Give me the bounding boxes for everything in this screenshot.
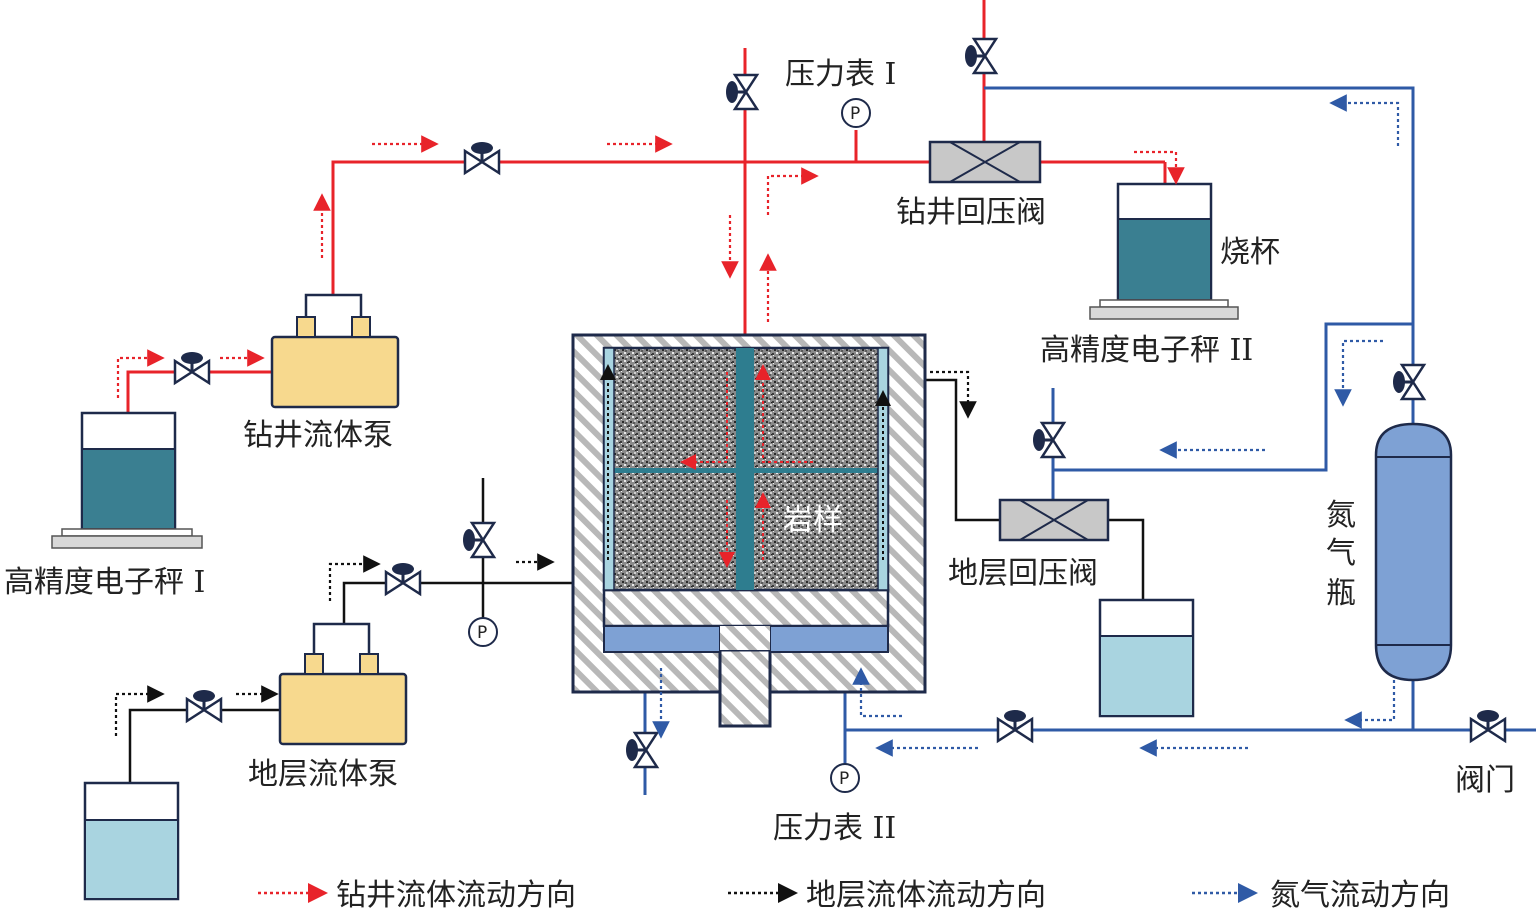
pressure-gauge-1-label: 压力表 I <box>785 57 896 92</box>
legend-drilling-label: 钻井流体流动方向 <box>336 878 576 913</box>
formation-flow-arrows <box>114 370 977 736</box>
pressure-gauge-2-label: 压力表 II <box>773 811 896 846</box>
drilling-back-pressure-valve <box>928 140 1042 184</box>
formation-fluid-pump <box>278 622 408 746</box>
legend-nitrogen: 氮气流动方向 <box>1192 878 1450 913</box>
legend-drilling: 钻井流体流动方向 <box>258 878 576 913</box>
scale-1-label: 高精度电子秤 I <box>4 565 205 600</box>
svg-text:P: P <box>477 623 487 643</box>
formation-back-pressure-valve <box>998 498 1110 542</box>
legend-formation: 地层流体流动方向 <box>728 878 1046 913</box>
scale-2-beaker <box>1089 182 1239 320</box>
pressure-gauge-1: P <box>841 98 871 128</box>
valve-label: 阀门 <box>1455 763 1515 798</box>
scale-1-tank <box>51 411 203 549</box>
formation-pump-label: 地层流体泵 <box>248 757 398 792</box>
nitrogen-flow-arrows <box>652 94 1400 757</box>
drilling-flow-arrows <box>116 135 1185 398</box>
pressure-gauge-2: P <box>830 763 860 793</box>
pressure-gauge-core-inlet: P <box>468 617 498 647</box>
svg-text:P: P <box>839 769 849 789</box>
nitrogen-bottle-label-1: 氮 <box>1326 498 1356 533</box>
drilling-pump-label: 钻井流体泵 <box>243 418 393 453</box>
legend: 钻井流体流动方向 地层流体流动方向 氮气流动方向 <box>258 878 1450 913</box>
core-flow-arrows <box>600 364 891 568</box>
formation-supply-tank <box>83 781 180 901</box>
legend-nitrogen-label: 氮气流动方向 <box>1270 878 1450 913</box>
legend-formation-label: 地层流体流动方向 <box>806 878 1046 913</box>
formation-outlet-tank <box>1098 598 1195 718</box>
drilling-bp-valve-label: 钻井回压阀 <box>896 195 1046 230</box>
drilling-fluid-pump <box>270 293 400 409</box>
rock-sample-label: 岩样 <box>783 503 843 538</box>
scale-2-label: 高精度电子秤 II <box>1040 333 1253 368</box>
core-holder <box>571 333 927 728</box>
nitrogen-bottle-label-3: 瓶 <box>1326 576 1356 611</box>
nitrogen-bottle-label-2: 气 <box>1326 536 1356 571</box>
nitrogen-bottle <box>1374 422 1453 682</box>
beaker-label: 烧杯 <box>1220 235 1280 270</box>
svg-text:P: P <box>850 104 860 124</box>
formation-bp-valve-label: 地层回压阀 <box>948 556 1098 591</box>
